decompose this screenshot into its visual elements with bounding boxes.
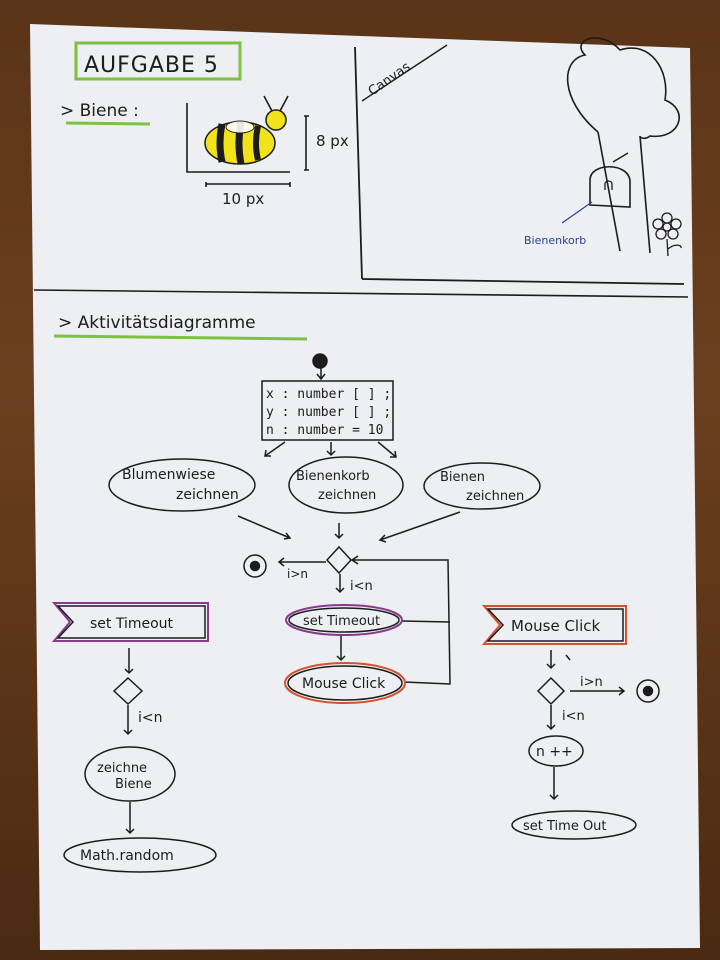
loop-back-arrowhead (350, 555, 359, 565)
activity-heading-underline (53, 334, 308, 341)
decision-right (536, 676, 566, 706)
var-line-3: n : number = 10 (266, 423, 383, 438)
final-node-right-dot (642, 685, 654, 697)
bee-width-label: 10 px (222, 190, 264, 208)
right-guard-loop: i<n (562, 709, 585, 724)
var-line-2: y : number [ ] ; (266, 405, 391, 420)
arrow-merge-right (378, 511, 461, 543)
guard-loop-center: i<n (350, 579, 373, 594)
left-signal-label: set Timeout (90, 616, 174, 632)
right-signal-label: Mouse Click (511, 617, 600, 635)
right-increment-label: n ++ (536, 744, 573, 760)
tree-trunk-right (639, 135, 651, 254)
ink-mark (565, 654, 571, 661)
center-timeout-outline (285, 604, 403, 636)
arrow-to-blumenwiese (264, 441, 286, 457)
initial-node (312, 353, 328, 369)
arrow-merge-left (237, 515, 292, 540)
left-guard-label: i<n (138, 710, 163, 726)
action-bienenkorb (288, 456, 404, 514)
center-click-outline (284, 662, 406, 704)
page-title: AUFGABE 5 (84, 53, 219, 78)
arrow-right-loop (546, 705, 556, 731)
var-line-1: x : number [ ] ; (266, 387, 391, 402)
bienenkorb-line2: zeichnen (318, 488, 376, 503)
action-bienen (423, 462, 541, 510)
right-timeout-label: set Time Out (523, 819, 607, 834)
arrow-right-to-timeout (549, 767, 559, 801)
arrow-to-bienen (377, 441, 397, 458)
decision-center (325, 545, 353, 575)
width-dimension (205, 182, 291, 187)
center-action-click (287, 665, 403, 701)
right-signal-click (486, 608, 624, 642)
arrow-timeout-to-click (336, 636, 346, 662)
left-signal-outline (51, 602, 209, 642)
final-node-center-dot (249, 560, 261, 572)
height-dimension (304, 115, 309, 171)
arrow-right-to-final (570, 686, 626, 696)
left-action-draw-bee (84, 746, 176, 802)
action-blumenwiese (108, 458, 256, 512)
loop-connector-timeout (401, 620, 451, 623)
paper-background (30, 24, 700, 950)
bee-drawing (204, 95, 289, 165)
hive-label: Bienenkorb (524, 234, 586, 247)
left-random-label: Math.random (80, 848, 174, 864)
right-action-increment (528, 735, 584, 767)
tree-trunk-left (597, 131, 621, 252)
left-draw-bee-line1: zeichne (97, 761, 147, 776)
guard-exit-center: i>n (287, 567, 308, 581)
left-signal-timeout (56, 605, 206, 639)
bienenkorb-line1: Bienenkorb (296, 469, 370, 484)
center-timeout-label: set Timeout (303, 614, 380, 629)
right-guard-exit: i>n (580, 675, 603, 690)
arrow-loop-down (335, 574, 345, 594)
section-divider (33, 289, 689, 298)
left-draw-bee-line2: Biene (115, 777, 152, 792)
bee-height-label: 8 px (316, 132, 349, 150)
bee-heading: > Biene : (60, 101, 139, 121)
arrow-left-loop (123, 705, 133, 736)
arrow-to-final-center (277, 557, 326, 567)
activity-heading: > Aktivitätsdiagramme (58, 313, 256, 333)
final-node-center (243, 554, 267, 578)
right-action-timeout (511, 810, 637, 840)
hive-pointer-line (561, 201, 593, 224)
variables-box (261, 380, 394, 441)
right-signal-outline (481, 605, 627, 645)
flower-drawing (652, 212, 682, 257)
bee-section: > Biene : 8 px 10 px (60, 95, 349, 208)
tree-crown (566, 37, 680, 140)
arrow-to-bienenkorb (326, 442, 336, 457)
bienen-line2: zeichnen (466, 489, 524, 504)
center-click-label: Mouse Click (302, 676, 386, 692)
left-action-random (63, 837, 217, 873)
arrow-right-to-decision (546, 650, 556, 670)
arrow-start (316, 368, 326, 381)
final-node-right (636, 679, 660, 703)
arrow-left-to-random (125, 802, 135, 835)
blumenwiese-line2: zeichnen (176, 487, 239, 503)
center-action-timeout (288, 607, 400, 633)
decision-left (112, 676, 144, 706)
blumenwiese-line1: Blumenwiese (122, 467, 215, 483)
bee-frame (186, 103, 290, 173)
arrow-merge-center (334, 523, 344, 540)
bienen-line1: Bienen (440, 470, 485, 485)
bee-heading-underline (65, 121, 151, 126)
title-box: AUFGABE 5 (74, 41, 242, 81)
arrow-left-to-decision (124, 648, 134, 675)
beehive-drawing (589, 152, 631, 208)
